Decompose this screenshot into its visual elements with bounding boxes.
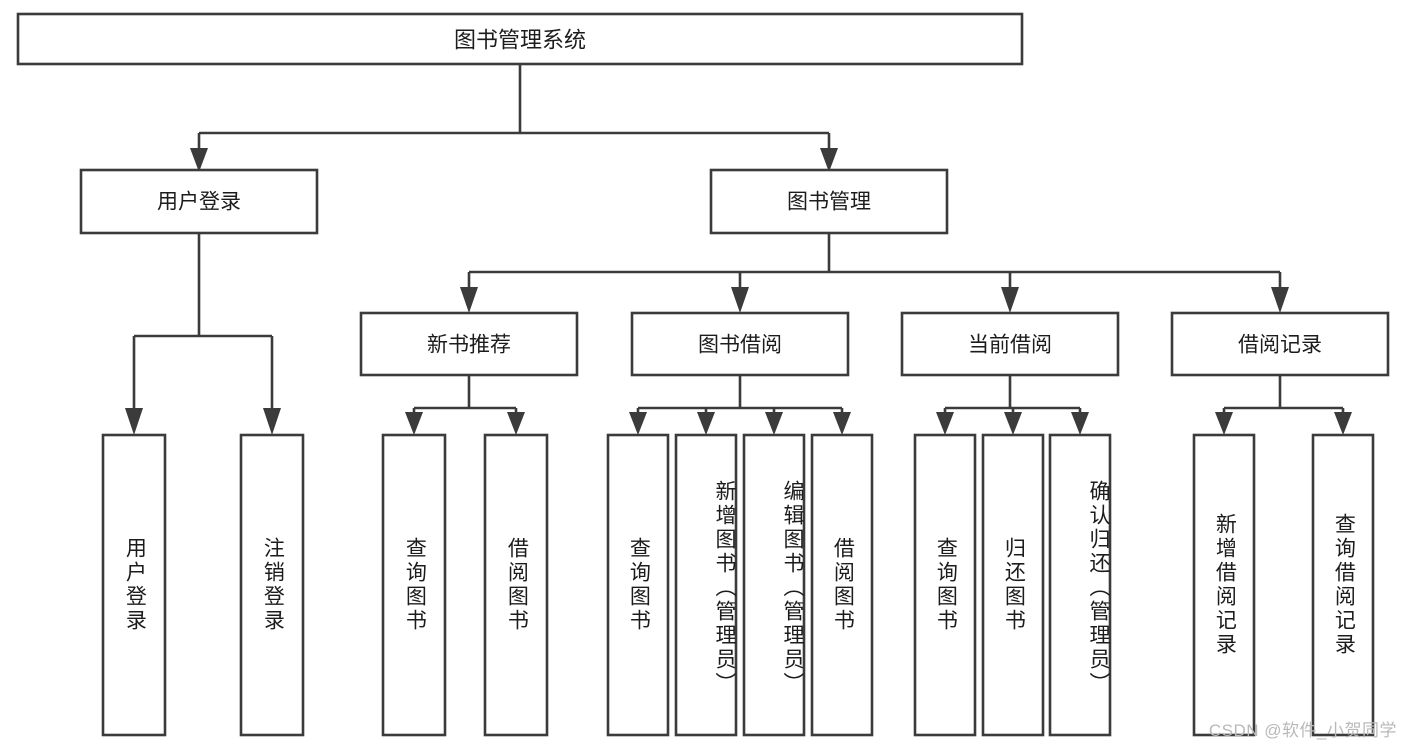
leaf-user-login-rect[interactable] (101, 433, 167, 737)
arrow-head-borrow-record (1271, 287, 1289, 313)
arrow-head-leaf-logout (263, 408, 281, 435)
node-current-borrow[interactable]: 当前借阅 (900, 311, 1120, 377)
leaf-nbr-query-rect[interactable] (381, 433, 447, 737)
arrow-head-bb-edit (765, 412, 783, 435)
arrow-head-book-manage (820, 148, 838, 172)
node-current-borrow-rect[interactable] (900, 311, 1120, 377)
leaf-bb-borrow-rect[interactable] (810, 433, 874, 737)
node-book-manage-label: 图书管理 (787, 191, 871, 214)
node-new-book-rec-rect[interactable] (359, 311, 579, 377)
arrow-head-book-borrow (731, 287, 749, 313)
node-borrow-record[interactable]: 借阅记录 (1170, 311, 1390, 377)
leaf-cb-query-rect[interactable] (913, 433, 977, 737)
arrow-head-leaf-user-login (125, 408, 143, 435)
node-book-borrow-rect[interactable] (630, 311, 850, 377)
arrow-head-bb-borrow (833, 412, 851, 435)
node-root[interactable]: 图书管理系统 (16, 12, 1024, 66)
leaf-br-add-rect[interactable] (1192, 433, 1256, 737)
node-book-manage-rect[interactable] (709, 168, 949, 235)
node-book-manage[interactable]: 图书管理 (709, 168, 949, 235)
arrow-head-bb-query (629, 412, 647, 435)
leaf-node-layer (101, 433, 1375, 737)
node-layer: 图书管理系统 用户登录 图书管理 新书推荐 图书借阅 (16, 12, 1390, 737)
arrow-head-cb-return (1004, 412, 1022, 435)
leaf-cb-return-rect[interactable] (981, 433, 1045, 737)
node-borrow-record-rect[interactable] (1170, 311, 1390, 377)
node-user-login-label: 用户登录 (157, 191, 241, 214)
connector-layer (125, 64, 1352, 435)
arrow-head-bb-add (697, 412, 715, 435)
node-book-borrow-label: 图书借阅 (698, 334, 782, 357)
leaf-nbr-borrow-rect[interactable] (483, 433, 549, 737)
arrow-head-user-login (190, 148, 208, 172)
leaf-bb-query-rect[interactable] (606, 433, 670, 737)
node-root-rect[interactable] (16, 12, 1024, 66)
node-root-label: 图书管理系统 (454, 28, 586, 53)
arrow-head-current-borrow (1001, 287, 1019, 313)
arrow-head-br-query (1334, 412, 1352, 435)
leaf-br-query-rect[interactable] (1311, 433, 1375, 737)
arrow-head-cb-query (936, 412, 954, 435)
leaf-logout-rect[interactable] (239, 433, 305, 737)
node-borrow-record-label: 借阅记录 (1238, 334, 1322, 357)
node-book-borrow[interactable]: 图书借阅 (630, 311, 850, 377)
arrow-head-nbr-query (405, 412, 423, 435)
node-user-login[interactable]: 用户登录 (79, 168, 319, 235)
arrow-head-new-book-rec (460, 287, 478, 313)
node-new-book-rec-label: 新书推荐 (427, 334, 511, 357)
node-user-login-rect[interactable] (79, 168, 319, 235)
leaf-bb-add-rect[interactable] (674, 433, 738, 737)
leaf-cb-confirm-rect[interactable] (1048, 433, 1112, 737)
node-new-book-rec[interactable]: 新书推荐 (359, 311, 579, 377)
node-current-borrow-label: 当前借阅 (968, 334, 1052, 357)
arrow-head-br-add (1215, 412, 1233, 435)
arrow-head-nbr-borrow (507, 412, 525, 435)
watermark-text: CSDN @软件_小贺同学 (1208, 721, 1397, 740)
arrow-head-cb-confirm (1071, 412, 1089, 435)
leaf-bb-edit-rect[interactable] (742, 433, 806, 737)
